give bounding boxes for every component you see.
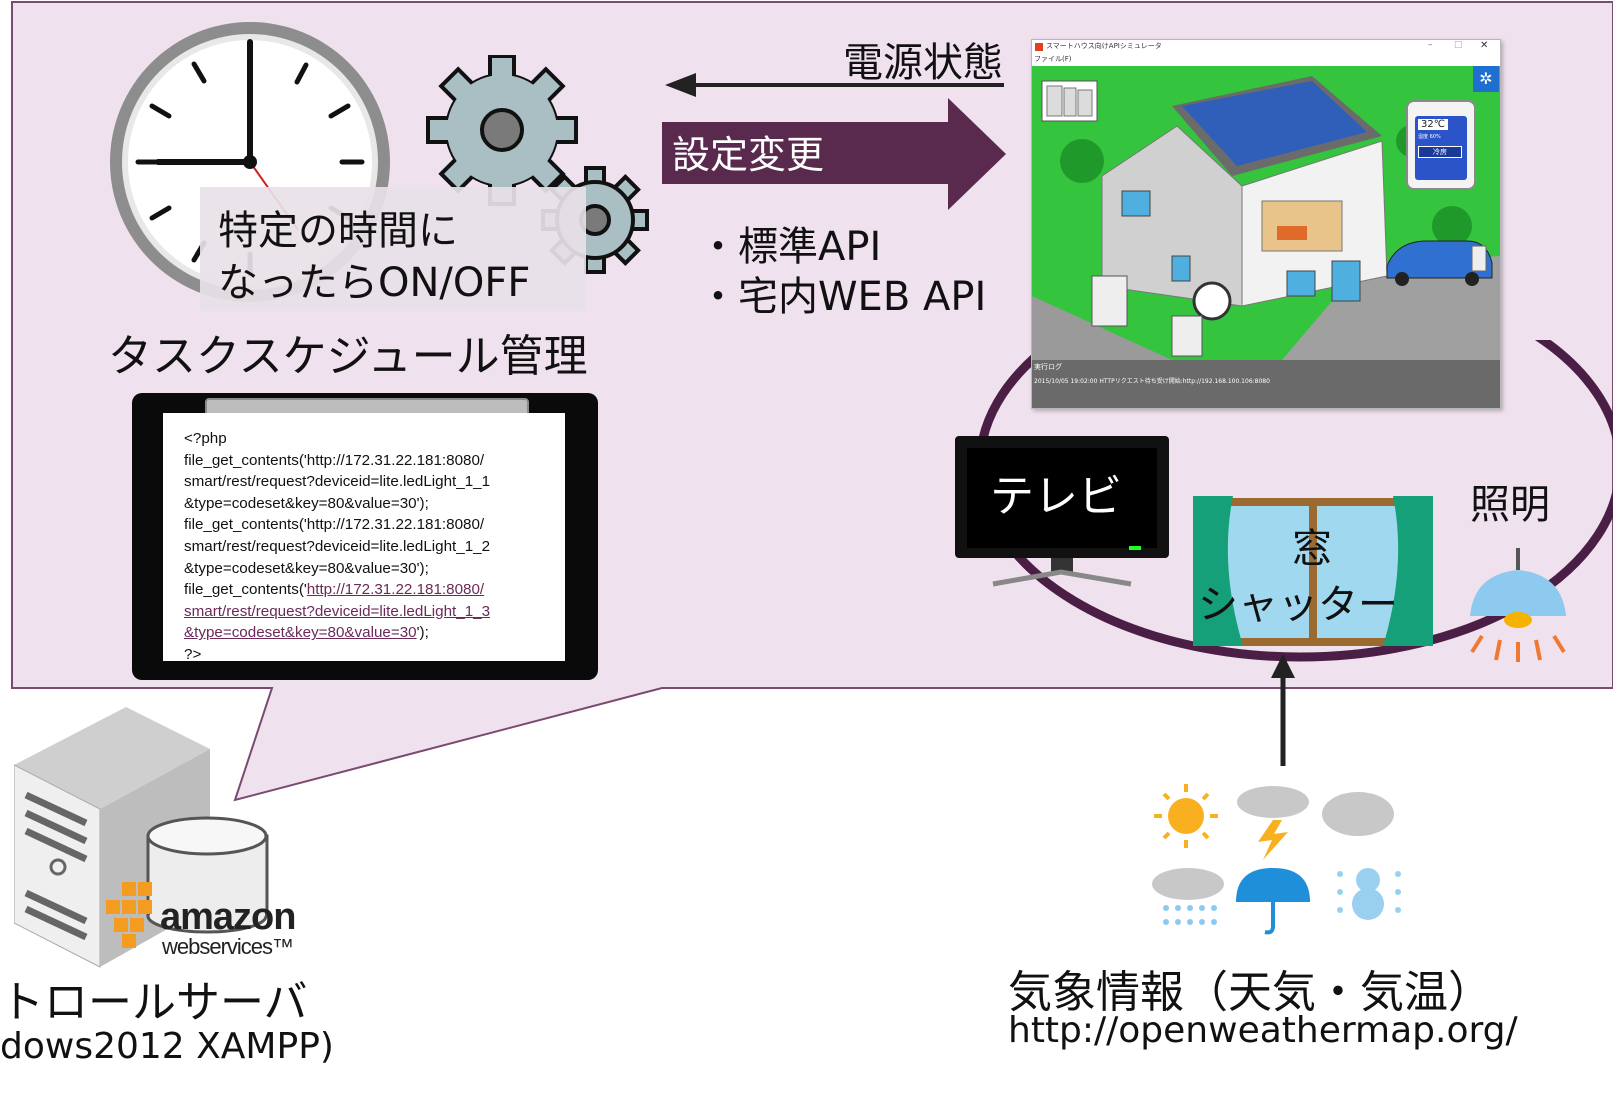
thunder-icon xyxy=(1237,786,1309,860)
window-label-line2: シャッター xyxy=(1198,582,1398,628)
aws-wordmark: amazon xyxy=(160,896,296,938)
minimize-button[interactable]: – xyxy=(1428,40,1433,50)
lighting-label: 照明 xyxy=(1470,482,1550,528)
power-state-arrow xyxy=(665,73,1004,97)
tv-label: テレビ xyxy=(990,471,1122,522)
server-name: トロールサーバ xyxy=(0,977,308,1028)
simulator-window: スマートハウス向けAPIシミュレータ – □ ✕ ファイル(F) xyxy=(1031,39,1501,409)
code-link[interactable]: http://172.31.22.181:8080/ xyxy=(306,581,485,599)
aws-logo-icon xyxy=(106,882,152,948)
aircon-panel: 32℃ 湿度 60% 冷房 xyxy=(1406,100,1476,190)
window-shutter-icon xyxy=(1193,496,1433,646)
aircon-temp: 32℃ xyxy=(1418,119,1448,130)
close-button[interactable]: ✕ xyxy=(1480,40,1489,51)
code-line: file_get_contents('http://172.31.22.181:… xyxy=(184,579,556,601)
setting-change-arrow xyxy=(662,98,1006,210)
log-line: 2015/10/05 19:02:00 HTTPリクエスト待ち受け開始:http… xyxy=(1034,378,1270,385)
simulator-title: スマートハウス向けAPIシミュレータ xyxy=(1046,42,1162,50)
simulator-titlebar: スマートハウス向けAPIシミュレータ – □ ✕ xyxy=(1032,40,1500,54)
rain-icon xyxy=(1152,868,1224,925)
aircon-mode-button[interactable]: 冷房 xyxy=(1418,146,1462,158)
api-web-label: ・宅内WEB API xyxy=(698,274,987,320)
aws-subtitle: webservices™ xyxy=(162,934,294,959)
timer-label-box xyxy=(200,187,586,311)
code-sheet xyxy=(163,413,565,661)
code-line: file_get_contents('http://172.31.22.181:… xyxy=(184,516,485,534)
php-code-block: <?php file_get_contents('http://172.31.2… xyxy=(184,428,556,666)
snow-icon xyxy=(1337,868,1401,920)
api-standard-label: ・標準API xyxy=(698,224,882,270)
setting-change-label: 設定変更 xyxy=(672,133,825,177)
log-title: 実行ログ xyxy=(1034,363,1062,371)
weather-icons xyxy=(1152,784,1401,935)
task-schedule-title: タスクスケジュール管理 xyxy=(108,331,588,382)
settings-gear-button[interactable]: ✲ xyxy=(1473,66,1499,92)
code-line: &type=codeset&key=80&value=30'); xyxy=(184,494,429,512)
code-line: file_get_contents('http://172.31.22.181:… xyxy=(184,451,485,469)
tv-icon xyxy=(955,436,1169,587)
server-subtitle: dows2012 XAMPP) xyxy=(0,1026,334,1067)
weather-title: 気象情報（天気・気温） xyxy=(1008,967,1492,1018)
code-line: smart/rest/request?deviceid=lite.ledLigh… xyxy=(184,537,491,555)
code-link[interactable]: &type=codeset&key=80&value=30 xyxy=(184,624,417,642)
window-label-line1: 窓 xyxy=(1292,526,1332,572)
code-line: &type=codeset&key=80&value=30'); xyxy=(184,559,429,577)
timer-label-line1: 特定の時間に xyxy=(218,208,458,254)
weather-arrow xyxy=(1271,654,1295,766)
lamp-icon xyxy=(1470,548,1566,662)
code-text: file_get_contents(' xyxy=(184,581,307,599)
app-icon xyxy=(1035,43,1043,51)
maximize-button[interactable]: □ xyxy=(1454,40,1463,50)
code-line: ?> xyxy=(184,645,202,663)
umbrella-icon xyxy=(1236,868,1310,935)
building-cluster xyxy=(1041,80,1098,122)
code-text: '); xyxy=(416,624,429,642)
sun-icon xyxy=(1154,784,1218,848)
log-panel: 実行ログ 2015/10/05 19:02:00 HTTPリクエスト待ち受け開始… xyxy=(1032,360,1500,408)
smart-house-scene xyxy=(1032,66,1500,360)
weather-url[interactable]: http://openweathermap.org/ xyxy=(1008,1010,1518,1051)
database-icon xyxy=(146,816,269,934)
cloud-icon xyxy=(1322,792,1394,836)
power-state-label: 電源状態 xyxy=(843,40,1003,86)
code-line: &type=codeset&key=80&value=30'); xyxy=(184,622,556,644)
simulator-menu-file[interactable]: ファイル(F) xyxy=(1034,55,1072,63)
timer-label-line2: なったらON/OFF xyxy=(218,260,531,306)
code-link[interactable]: smart/rest/request?deviceid=lite.ledLigh… xyxy=(184,602,491,620)
code-line: smart/rest/request?deviceid=lite.ledLigh… xyxy=(184,473,491,491)
aircon-humidity: 湿度 60% xyxy=(1418,134,1441,140)
code-line: <?php xyxy=(184,430,227,447)
